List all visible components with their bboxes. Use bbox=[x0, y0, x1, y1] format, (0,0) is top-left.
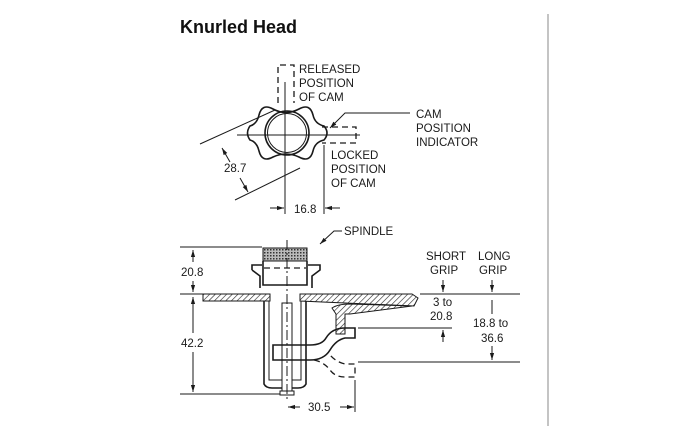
locked-label-2: POSITION bbox=[331, 164, 386, 176]
knob-bore bbox=[264, 110, 310, 156]
dim-30-5: 30.5 bbox=[308, 402, 330, 414]
cam-arm bbox=[272, 327, 356, 361]
long-grip-range-2: 36.6 bbox=[481, 333, 503, 345]
spindle-leader bbox=[319, 230, 342, 245]
head-body bbox=[262, 261, 308, 286]
diag-extension-2 bbox=[234, 167, 301, 201]
released-label-2: POSITION bbox=[299, 78, 354, 90]
short-grip-range-1: 3 to bbox=[433, 297, 452, 309]
locked-label-3: OF CAM bbox=[331, 178, 376, 190]
indicator-leader bbox=[329, 112, 410, 129]
locked-label-1: LOCKED bbox=[331, 150, 378, 162]
dim-arrow-28-7-top bbox=[221, 147, 231, 163]
indicator-label-1: CAM bbox=[416, 109, 442, 121]
knurled-head bbox=[262, 247, 308, 262]
knob-bore-inner bbox=[267, 113, 307, 153]
long-grip-label-1: LONG bbox=[478, 251, 511, 263]
short-grip-range-2: 20.8 bbox=[430, 311, 452, 323]
indicator-label-2: POSITION bbox=[416, 123, 471, 135]
spindle-label: SPINDLE bbox=[344, 226, 394, 238]
cam-arm-long-grip bbox=[313, 354, 356, 378]
diag-extension-1 bbox=[199, 109, 276, 145]
released-label-1: RELEASED bbox=[299, 64, 360, 76]
dim-arrow-28-7-bottom bbox=[239, 177, 249, 193]
flange bbox=[251, 264, 321, 288]
side-view: SPINDLE 20.8 42.2 30.5 bbox=[180, 226, 520, 414]
dim-16-8: 16.8 bbox=[294, 204, 316, 216]
long-grip-label-2: GRIP bbox=[479, 265, 507, 277]
released-cam-outline bbox=[277, 64, 295, 103]
knob-outline bbox=[246, 106, 328, 160]
dim-28-7: 28.7 bbox=[224, 163, 246, 175]
released-label-3: OF CAM bbox=[299, 92, 344, 104]
page-title: Knurled Head bbox=[180, 17, 297, 37]
long-grip-range-1: 18.8 to bbox=[473, 318, 508, 330]
indicator-label-3: INDICATOR bbox=[416, 137, 478, 149]
dim-42-2: 42.2 bbox=[181, 338, 203, 350]
dim-20-8: 20.8 bbox=[181, 267, 203, 279]
panel-section bbox=[202, 293, 419, 307]
short-grip-label-1: SHORT bbox=[426, 251, 466, 263]
frame-section bbox=[331, 303, 413, 335]
top-view: RELEASED POSITION OF CAM CAM POSITION IN… bbox=[199, 64, 478, 216]
short-grip-label-2: GRIP bbox=[430, 265, 458, 277]
